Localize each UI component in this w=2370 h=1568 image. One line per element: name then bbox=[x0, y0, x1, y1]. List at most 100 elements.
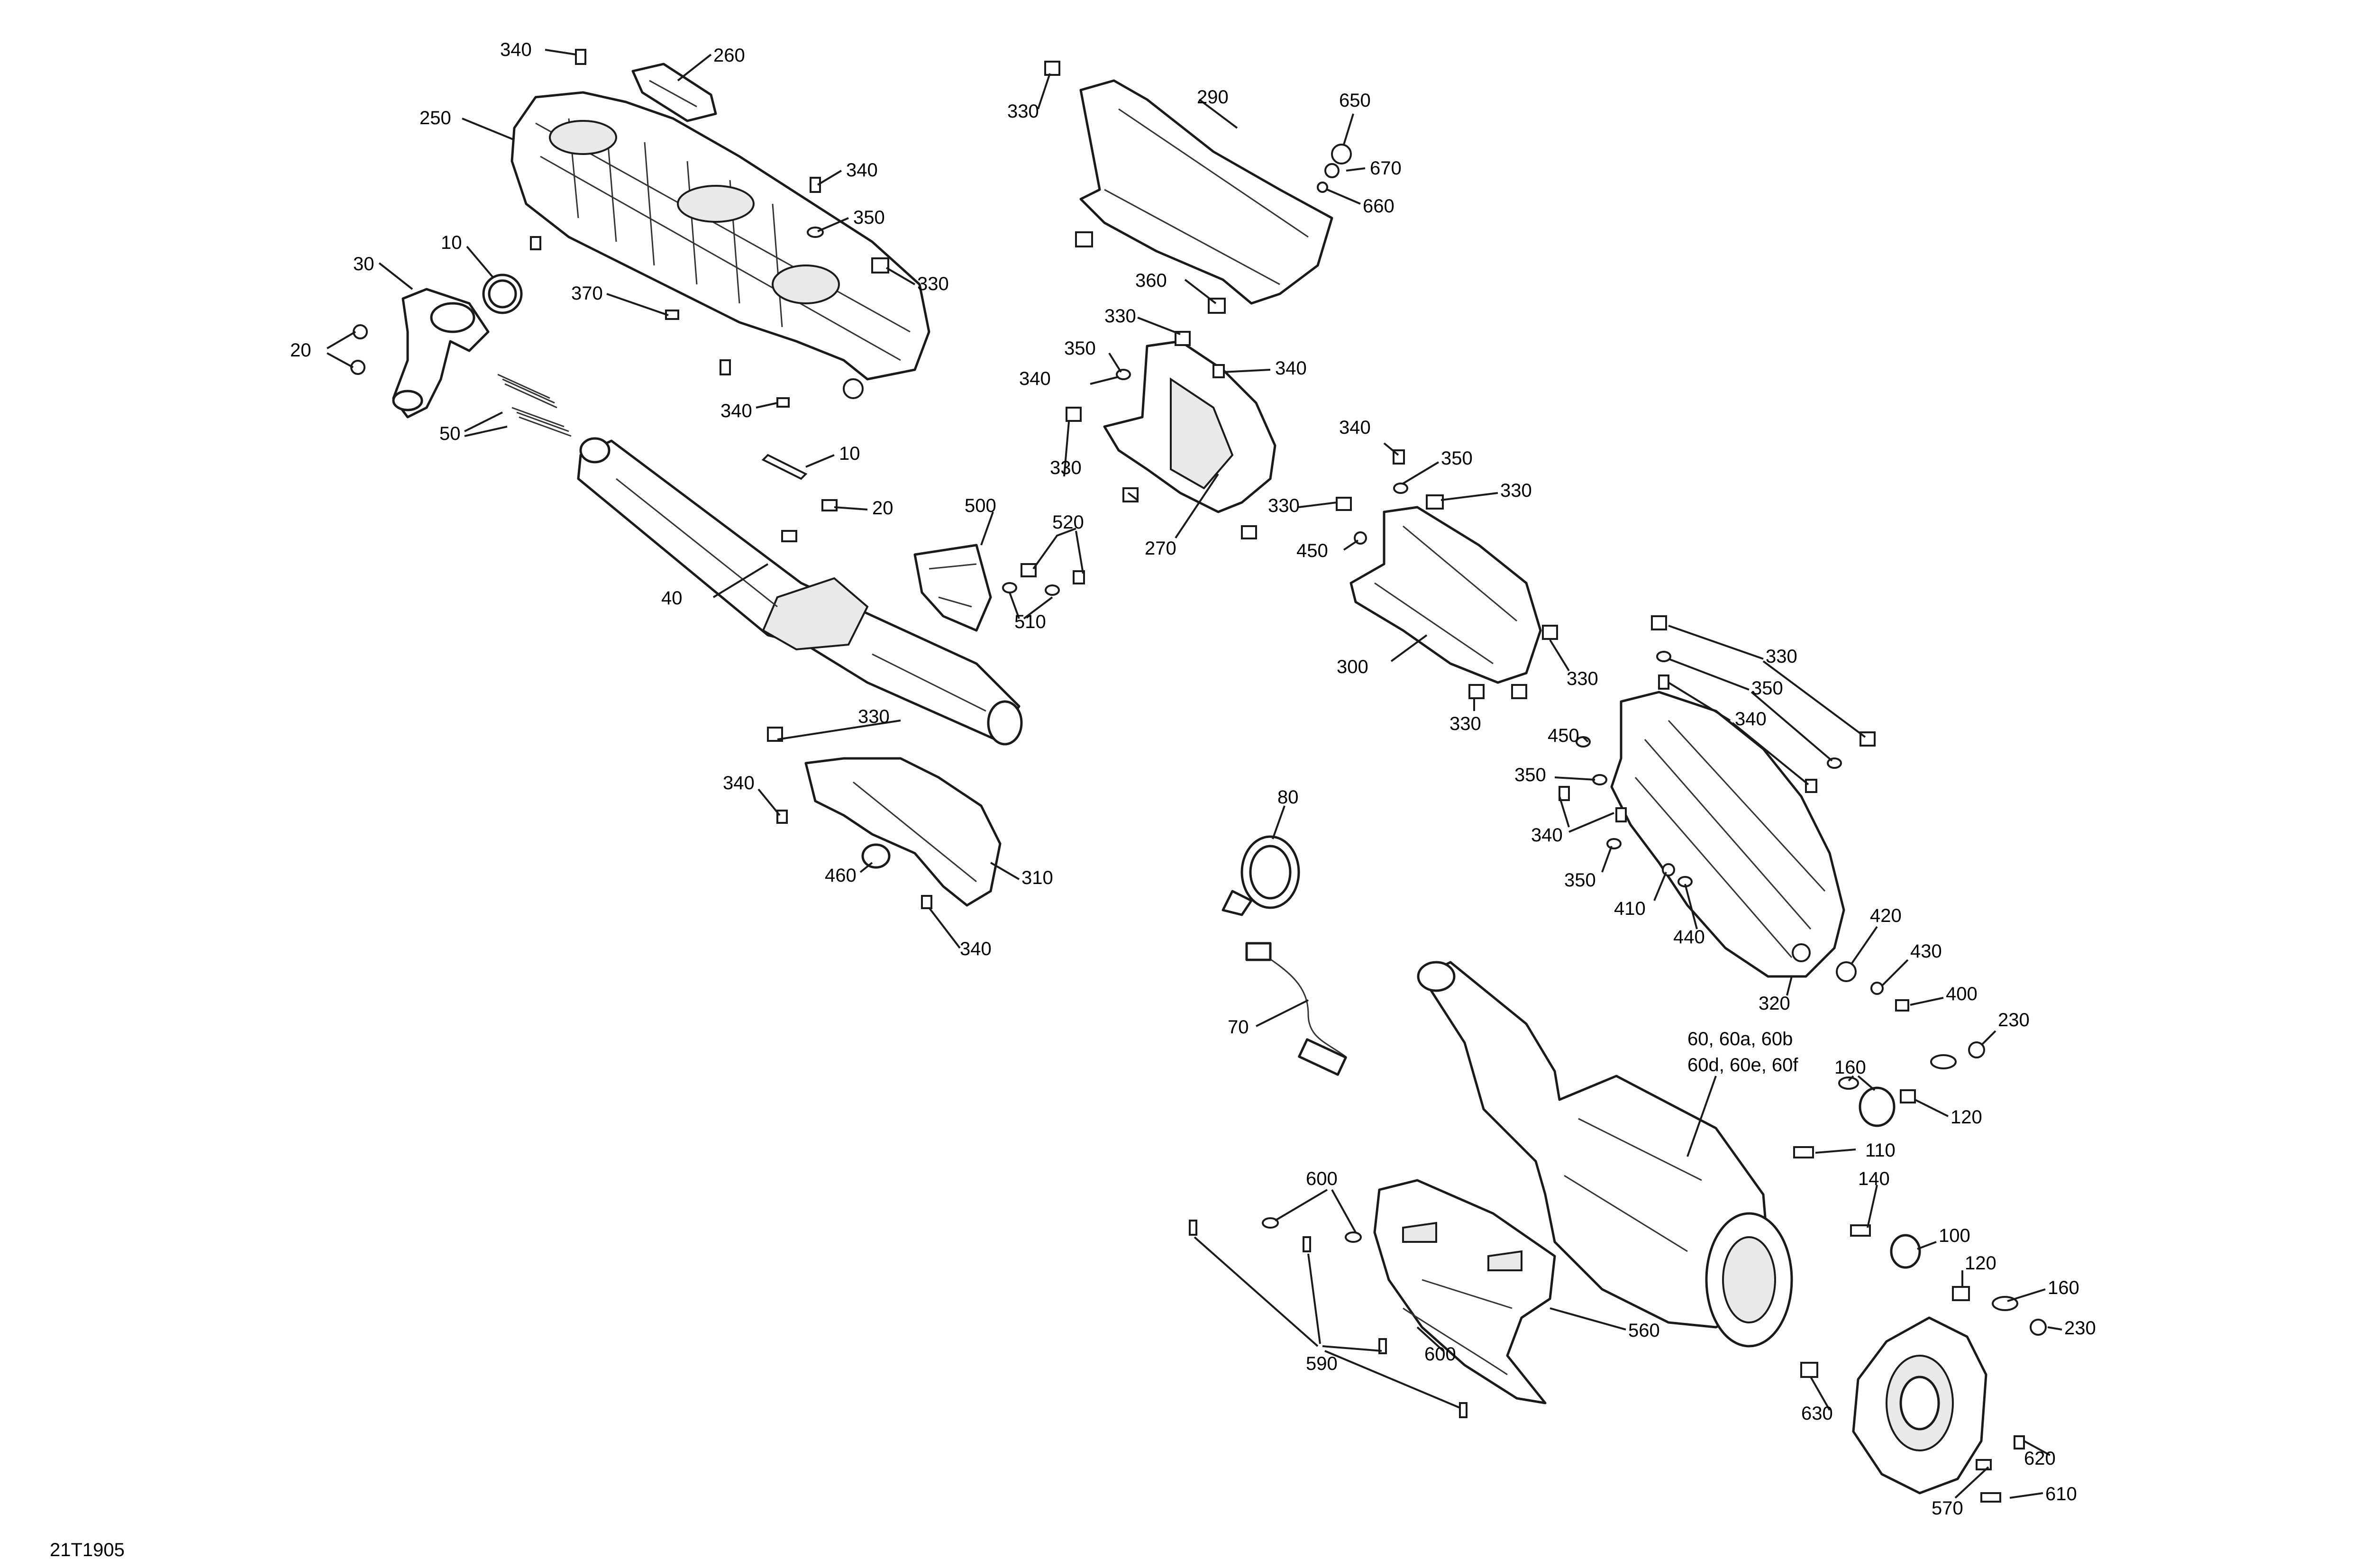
muffler-60 bbox=[1417, 961, 1793, 1348]
callout: 630 bbox=[1801, 1403, 1833, 1424]
elbow-30 bbox=[392, 288, 490, 419]
drawing-code: 21T1905 bbox=[50, 1540, 125, 1560]
callout: 450 bbox=[1296, 540, 1328, 561]
callout: 340 bbox=[1019, 368, 1051, 389]
callout: 350 bbox=[1064, 338, 1096, 359]
callout: 340 bbox=[960, 939, 992, 959]
heat-shield-270 bbox=[1103, 340, 1276, 513]
callout: 330 bbox=[858, 706, 890, 727]
callout: 660 bbox=[1363, 196, 1395, 217]
callout: 330 bbox=[1766, 646, 1797, 667]
callout: 340 bbox=[1275, 358, 1307, 379]
callout: 370 bbox=[571, 283, 603, 304]
heat-shield-300 bbox=[1349, 506, 1542, 684]
callout: 80 bbox=[1277, 787, 1299, 808]
heat-shield-310 bbox=[804, 757, 1002, 907]
callout: 340 bbox=[500, 39, 532, 60]
callout: 330 bbox=[1500, 480, 1532, 501]
callout: 500 bbox=[965, 495, 996, 516]
callout: 120 bbox=[1965, 1253, 1996, 1274]
callout: 270 bbox=[1145, 538, 1176, 559]
callout: 650 bbox=[1339, 90, 1371, 111]
callout: 340 bbox=[723, 773, 755, 793]
callout: 610 bbox=[2045, 1484, 2077, 1504]
callout: 350 bbox=[1751, 678, 1783, 699]
callout: 50 bbox=[439, 423, 461, 444]
callout: 340 bbox=[1735, 709, 1767, 729]
bracket-500 bbox=[913, 544, 992, 632]
clamp-80 bbox=[1221, 835, 1300, 916]
springs-50 bbox=[497, 374, 572, 437]
callout: 110 bbox=[1865, 1140, 1896, 1161]
leader-lines bbox=[326, 49, 2062, 1499]
gasket-ring-10 bbox=[482, 273, 523, 314]
callout: 350 bbox=[1441, 448, 1473, 469]
muffler-cover-560 bbox=[1373, 1179, 1556, 1404]
callout: 400 bbox=[1946, 984, 1978, 1004]
callout: 310 bbox=[1021, 867, 1053, 888]
callout: 330 bbox=[1567, 668, 1598, 689]
callout: 100 bbox=[1939, 1225, 1970, 1246]
callout: 20 bbox=[872, 498, 893, 519]
callout: 440 bbox=[1673, 927, 1705, 948]
grommet-460 bbox=[861, 843, 891, 869]
callout: 340 bbox=[1531, 825, 1563, 846]
callout: 20 bbox=[290, 340, 311, 361]
callout: 10 bbox=[839, 443, 860, 464]
callout: 230 bbox=[2064, 1318, 2096, 1339]
callout: 670 bbox=[1370, 158, 1402, 179]
callout: 40 bbox=[661, 588, 683, 609]
callout: 30 bbox=[353, 254, 374, 274]
heat-shield-320 bbox=[1610, 691, 1845, 978]
callout: 590 bbox=[1306, 1353, 1338, 1374]
callout: 340 bbox=[1339, 417, 1371, 438]
callout: 140 bbox=[1858, 1168, 1890, 1189]
callout: 330 bbox=[917, 273, 949, 294]
callout: 330 bbox=[1268, 495, 1300, 516]
callout: 330 bbox=[1007, 101, 1039, 122]
callout: 330 bbox=[1104, 306, 1136, 327]
callout: 320 bbox=[1759, 993, 1790, 1014]
callout: 70 bbox=[1228, 1017, 1249, 1038]
callout: 460 bbox=[825, 865, 857, 886]
callout: 160 bbox=[2048, 1277, 2079, 1298]
callout: 60, 60a, 60b bbox=[1687, 1029, 1793, 1049]
callout: 300 bbox=[1337, 656, 1368, 677]
sensor-70 bbox=[1245, 942, 1347, 1076]
callout: 120 bbox=[1951, 1107, 1982, 1128]
callout: 230 bbox=[1998, 1010, 2030, 1030]
callout: 330 bbox=[1050, 457, 1082, 478]
callout: 600 bbox=[1306, 1168, 1338, 1189]
callout: 350 bbox=[1564, 870, 1596, 891]
callout: 600 bbox=[1424, 1344, 1456, 1365]
callout: 260 bbox=[713, 45, 745, 66]
callout: 350 bbox=[853, 207, 885, 228]
callout: 250 bbox=[419, 108, 451, 128]
callout: 520 bbox=[1052, 512, 1084, 533]
callout: 10 bbox=[441, 232, 462, 253]
callout: 510 bbox=[1014, 611, 1046, 632]
callout: 350 bbox=[1514, 765, 1546, 785]
callout: 360 bbox=[1135, 270, 1167, 291]
plate-260 bbox=[631, 63, 717, 122]
callout: 410 bbox=[1614, 898, 1646, 919]
callout: 620 bbox=[2024, 1448, 2056, 1469]
callout-labels: 340 260 250 340 350 330 10 30 370 20 340… bbox=[290, 39, 2096, 1519]
callout: 60d, 60e, 60f bbox=[1687, 1055, 1798, 1076]
callout: 330 bbox=[1449, 713, 1481, 734]
callout: 340 bbox=[846, 160, 878, 181]
callout: 560 bbox=[1628, 1320, 1660, 1341]
heat-shield-250 bbox=[510, 91, 930, 399]
exhaust-pipe-40 bbox=[577, 437, 1023, 746]
end-cap-570 bbox=[1852, 1316, 1987, 1495]
callout: 450 bbox=[1548, 725, 1579, 746]
callout: 420 bbox=[1870, 905, 1902, 926]
callout: 340 bbox=[720, 401, 752, 421]
hardware bbox=[350, 49, 2047, 1503]
heat-shield-290 bbox=[1079, 79, 1333, 305]
callout: 570 bbox=[1932, 1498, 1963, 1519]
callout: 290 bbox=[1197, 87, 1229, 108]
callout: 160 bbox=[1834, 1057, 1866, 1078]
callout: 430 bbox=[1910, 941, 1942, 962]
